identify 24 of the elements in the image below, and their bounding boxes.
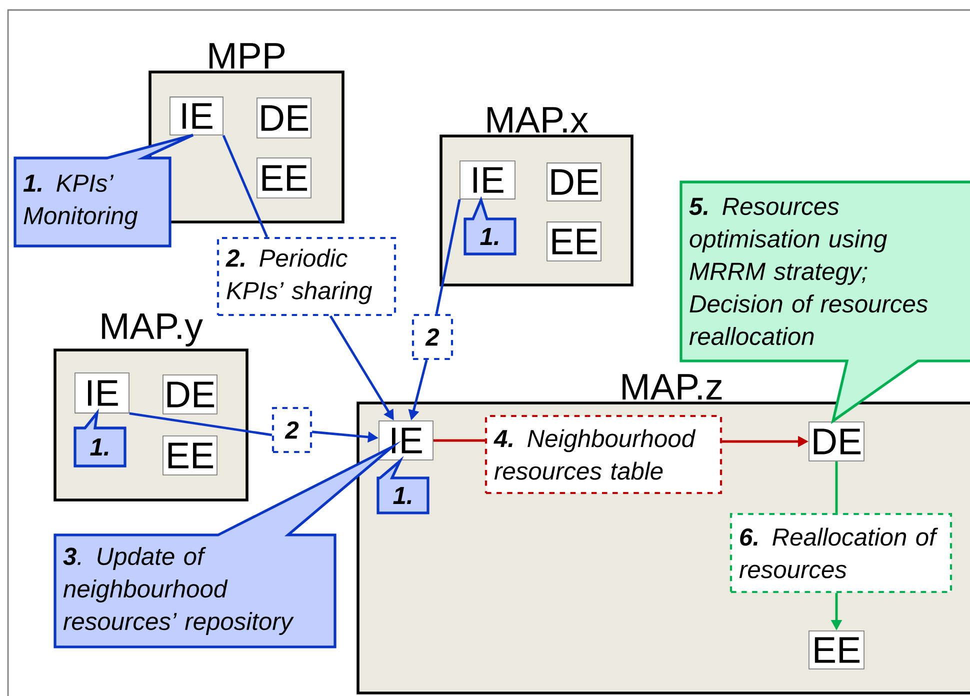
entity-box: IE xyxy=(460,160,516,200)
entity-box: DE xyxy=(162,374,218,414)
node-label: MPP xyxy=(210,43,285,68)
entity-box: DE xyxy=(546,162,602,202)
entity-box: EE xyxy=(256,158,312,198)
dashed-box: 6. Reallocation of resources xyxy=(730,512,952,594)
entity-box: IE xyxy=(74,372,130,414)
node-label: MAP.y xyxy=(102,313,203,346)
callout: 1. xyxy=(464,196,516,256)
dashed-box: 2 xyxy=(412,314,454,360)
callout: 1. xyxy=(376,456,430,514)
entity-box: EE xyxy=(546,222,602,262)
entity-box: IE xyxy=(378,420,434,460)
callout: 1. KPIs’ Monitoring xyxy=(14,134,194,248)
dashed-box: 2 xyxy=(272,406,312,454)
dashed-box: 2. Periodic KPIs’ sharing xyxy=(216,236,396,316)
dashed-box: 4. Neighbourhood resources table xyxy=(484,414,722,494)
entity-box: DE xyxy=(256,98,312,138)
entity-box: EE xyxy=(808,630,864,670)
entity-box: DE xyxy=(808,422,864,462)
entity-box: EE xyxy=(162,436,218,476)
callout: 1. xyxy=(74,408,126,468)
entity-box: IE xyxy=(170,96,224,136)
node-label: MAP.x xyxy=(488,107,588,132)
